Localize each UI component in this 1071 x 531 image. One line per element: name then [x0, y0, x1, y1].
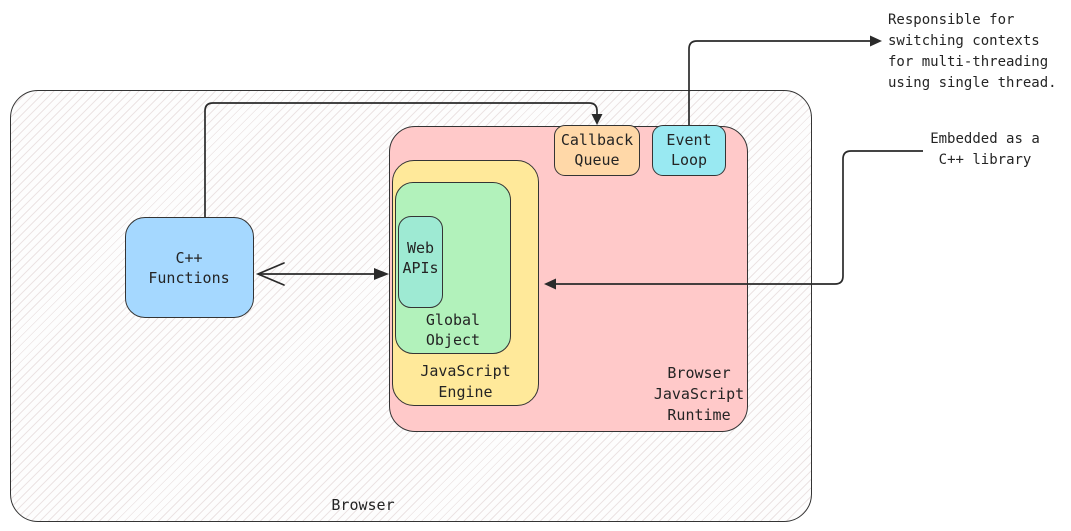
javascript-engine-label: JavaScript Engine: [420, 362, 511, 401]
browser-js-runtime-label: Browser JavaScript Runtime: [653, 364, 745, 424]
event-loop-annotation: Responsible for switching contexts for m…: [888, 12, 1057, 91]
web-apis-box: [398, 216, 443, 308]
event-loop-label: Event Loop: [666, 131, 712, 169]
callback-queue-label: Callback Queue: [560, 131, 634, 169]
global-object-label: Global Object: [425, 311, 481, 349]
cpp-functions-label: C++ Functions: [148, 249, 230, 287]
browser-label: Browser: [331, 496, 395, 514]
web-apis-label: Web APIs: [402, 239, 439, 277]
cpp-functions-box: [125, 217, 254, 318]
arrowhead-right-icon: [870, 35, 882, 47]
embedded-library-annotation: Embedded as a C++ library: [930, 131, 1040, 168]
